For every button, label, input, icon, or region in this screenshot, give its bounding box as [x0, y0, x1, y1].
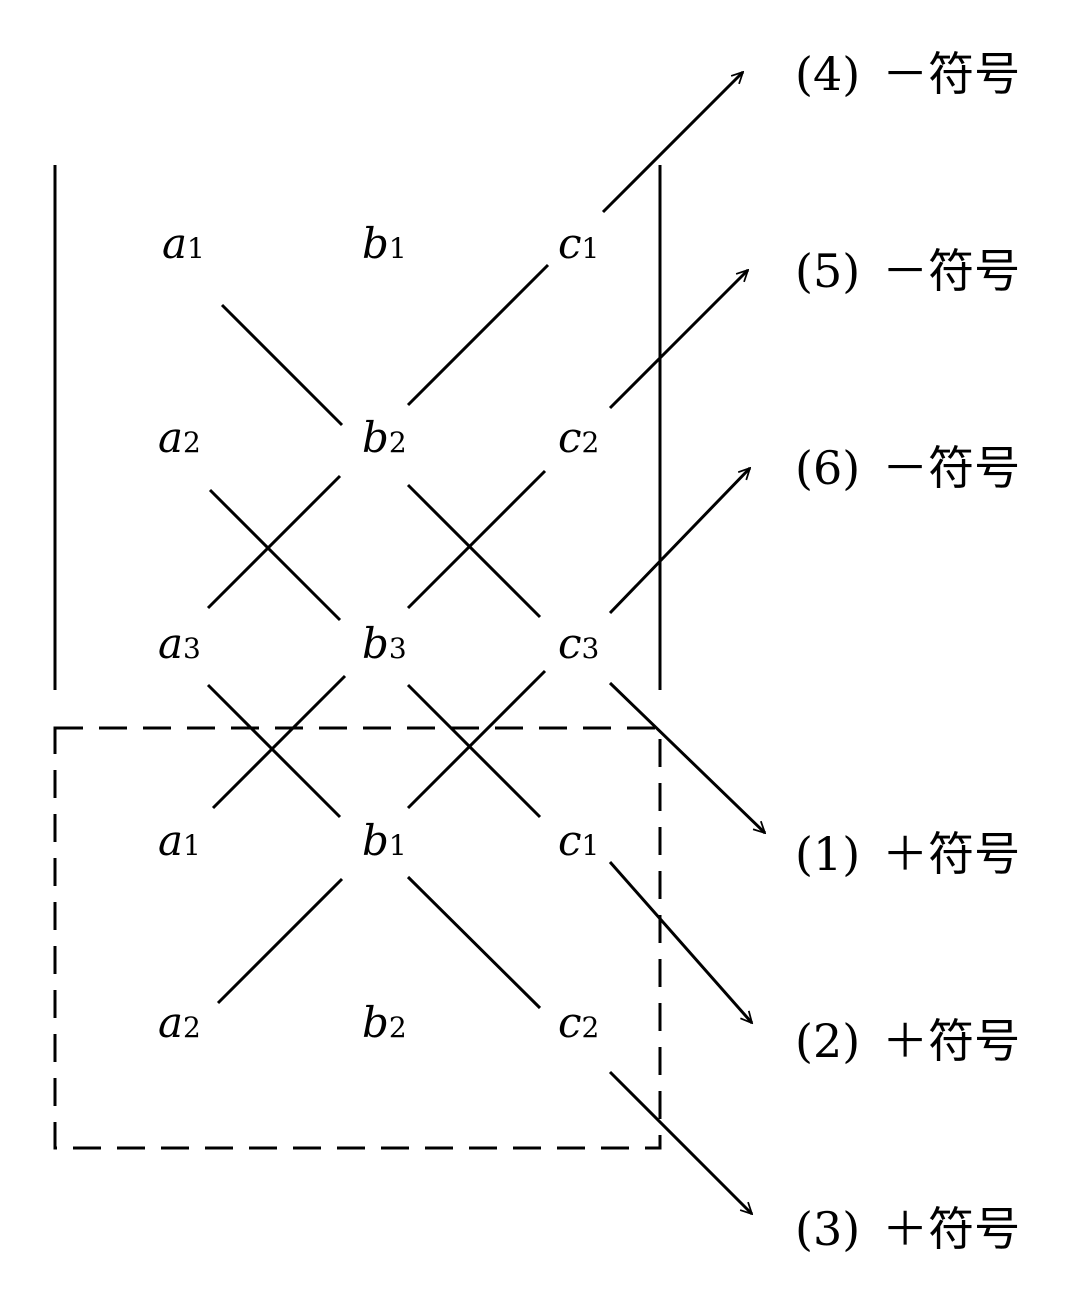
minus-diag-5-seg-a1-b3 [211, 674, 347, 810]
entry-a2-repeat: a2 [158, 998, 201, 1047]
plus-diag-3-arrow [608, 1070, 752, 1214]
term-label-4: (4)－符号 [795, 47, 1020, 101]
plus-diag-1-arrow [608, 681, 765, 833]
minus-diag-4-seg-a3-b2 [206, 474, 342, 610]
term-label-6: (6)－符号 [795, 441, 1020, 495]
entry-c1-repeat: c1 [558, 816, 599, 865]
minus-diag-5-seg-b3-c2 [406, 469, 547, 610]
entry-c3: c3 [558, 619, 599, 668]
repeated-rows-dashed-box [53, 726, 662, 1150]
plus-diag-1-seg-b2-c3 [406, 483, 542, 619]
term-label-2: (2)＋符号 [795, 1014, 1020, 1068]
plus-diag-3-seg-a3-b1 [206, 683, 342, 819]
plus-diag-3-seg-b1-c2 [406, 875, 542, 1010]
matrix-row-2: a2 b2 c2 [158, 413, 599, 462]
entry-b3: b3 [362, 619, 407, 668]
minus-diag-6-arrow [608, 468, 750, 615]
plus-diag-2-arrow [608, 861, 752, 1023]
minus-diag-4-arrow [601, 72, 743, 214]
entry-b2-repeat: b2 [362, 998, 407, 1047]
entry-b2: b2 [362, 413, 407, 462]
term-label-3: (3)＋符号 [795, 1202, 1020, 1256]
term-labels: (4)－符号 (5)－符号 (6)－符号 (1)＋符号 (2)＋符号 (3)＋符… [795, 47, 1020, 1256]
entry-c1: c1 [558, 219, 599, 268]
minus-diag-6-seg-a2-b1 [216, 877, 344, 1005]
entry-b1: b1 [362, 219, 407, 268]
entry-a3: a3 [158, 619, 201, 668]
matrix-row-4-repeat: a1 b1 c1 [158, 816, 599, 865]
diagonal-lines [206, 72, 765, 1214]
matrix-row-3: a3 b3 c3 [158, 619, 599, 668]
entry-a1-repeat: a1 [158, 816, 201, 865]
term-label-1: (1)＋符号 [795, 827, 1020, 881]
matrix-row-1: a1 b1 c1 [162, 219, 599, 268]
plus-diag-1-seg-a1-b2 [220, 303, 344, 427]
matrix-row-5-repeat: a2 b2 c2 [158, 998, 599, 1047]
entry-c2-repeat: c2 [558, 998, 599, 1047]
plus-diag-2-seg-b3-c1 [406, 683, 542, 819]
term-label-5: (5)－符号 [795, 244, 1020, 298]
plus-diag-2-seg-a2-b3 [208, 488, 342, 622]
entry-a1: a1 [162, 219, 205, 268]
entry-b1-repeat: b1 [362, 816, 407, 865]
entry-a2: a2 [158, 413, 201, 462]
minus-diag-4-seg-b2-c1 [406, 263, 550, 407]
entry-c2: c2 [558, 413, 599, 462]
minus-diag-6-seg-b1-c3 [406, 669, 547, 810]
minus-diag-5-arrow [608, 270, 748, 410]
